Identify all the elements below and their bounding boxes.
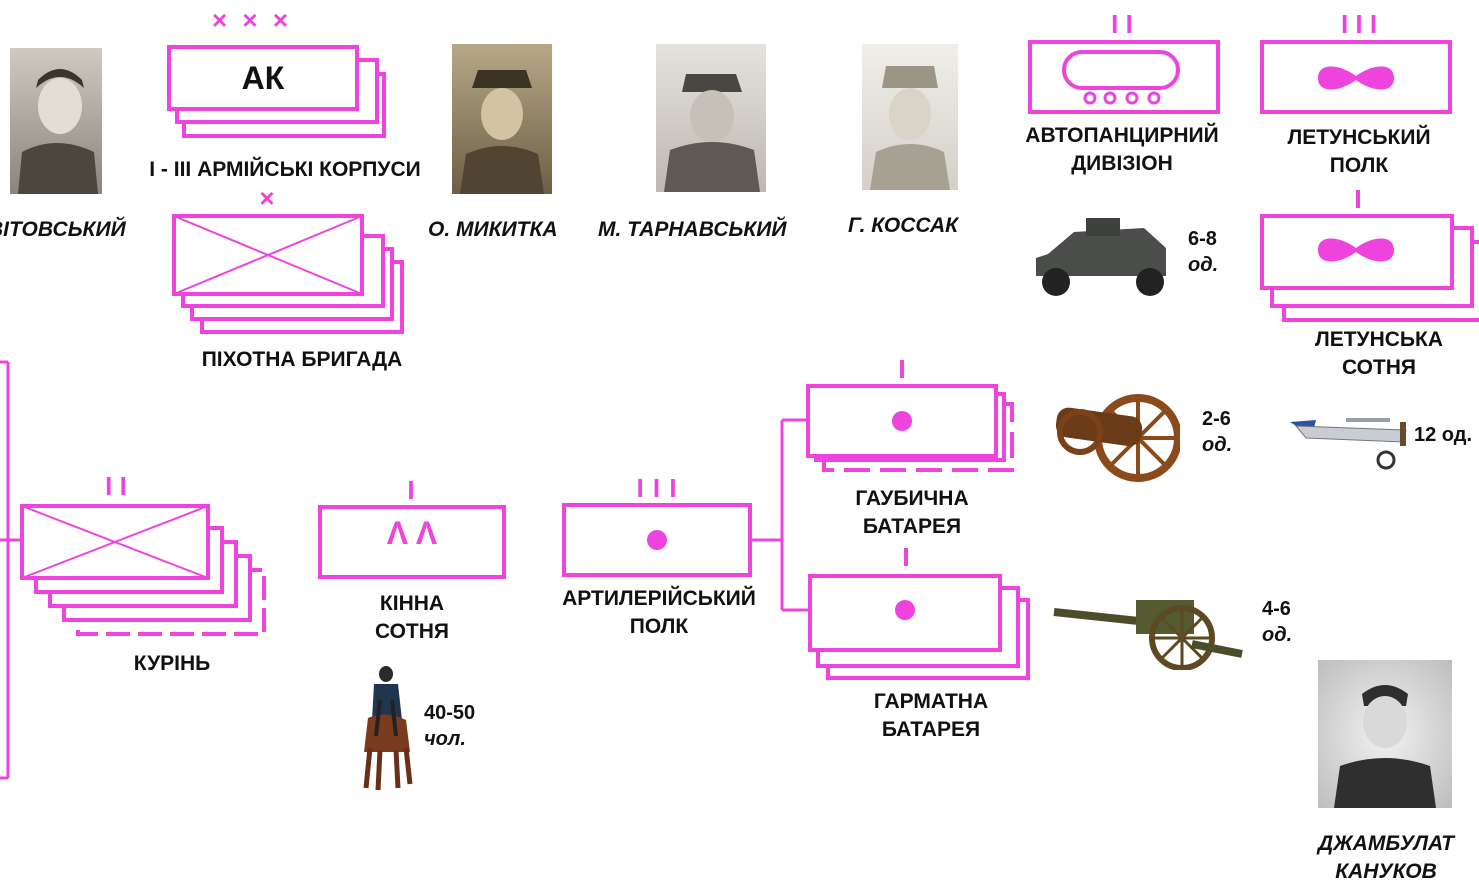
gun-echelon-mark: [904, 548, 908, 566]
battalion-label: КУРІНЬ: [133, 652, 211, 675]
armored-box-icon: [1028, 40, 1220, 114]
gun-stack-icon: [808, 574, 1030, 680]
artillery-dot-icon: [647, 530, 667, 550]
aircraft-image: [1290, 418, 1407, 470]
commander-photo-1: [10, 48, 102, 194]
battalion-echelon-marks: I I: [105, 471, 127, 501]
aircraft-quantity: 12 од.: [1414, 424, 1473, 446]
air-regiment-box-icon: [1260, 40, 1452, 114]
air-squadron-stack-icon: [1260, 214, 1479, 322]
commander-photo-4: [862, 44, 958, 190]
battalion-stack-icon: [20, 504, 266, 636]
commander-name-3: М. ТАРНАВСЬКИЙ: [598, 218, 787, 241]
commander-photo-5: [1318, 660, 1452, 808]
commander-name-2: О. МИКИТКА: [428, 218, 558, 241]
cavalry-chevrons: Λ Λ: [386, 514, 438, 551]
air-regiment-echelon-marks: I I I: [1340, 9, 1378, 39]
cavalry-echelon-mark: I: [407, 475, 415, 505]
commander-name-1: ВІТОВСЬКИЙ: [0, 218, 126, 241]
commander-photo-2: [452, 44, 552, 194]
armored-car-image: [1036, 218, 1166, 296]
howitzer-image: [1055, 394, 1180, 482]
commander-name-4: Г. КОССАК: [848, 214, 959, 237]
corps-label: I - III АРМІЙСЬКІ КОРПУСИ: [149, 158, 421, 181]
field-gun-image: [1053, 600, 1243, 670]
air-squadron-echelon-mark: [1356, 190, 1360, 208]
brigade-label: ПІХОТНА БРИГАДА: [201, 348, 403, 371]
horseman-image: [363, 666, 413, 791]
corps-ak-label: АК: [241, 59, 285, 96]
brigade-stack-icon: [172, 214, 404, 334]
corps-echelon-marks: × × ×: [212, 5, 292, 35]
armored-echelon-marks: I I: [1111, 9, 1133, 39]
brigade-echelon-mark: ×: [259, 183, 275, 213]
commander-photo-3: [656, 44, 766, 192]
howitzer-echelon-mark: [900, 360, 904, 378]
artillery-echelon-marks: I I I: [636, 473, 678, 503]
howitzer-stack-icon: [806, 384, 1014, 472]
